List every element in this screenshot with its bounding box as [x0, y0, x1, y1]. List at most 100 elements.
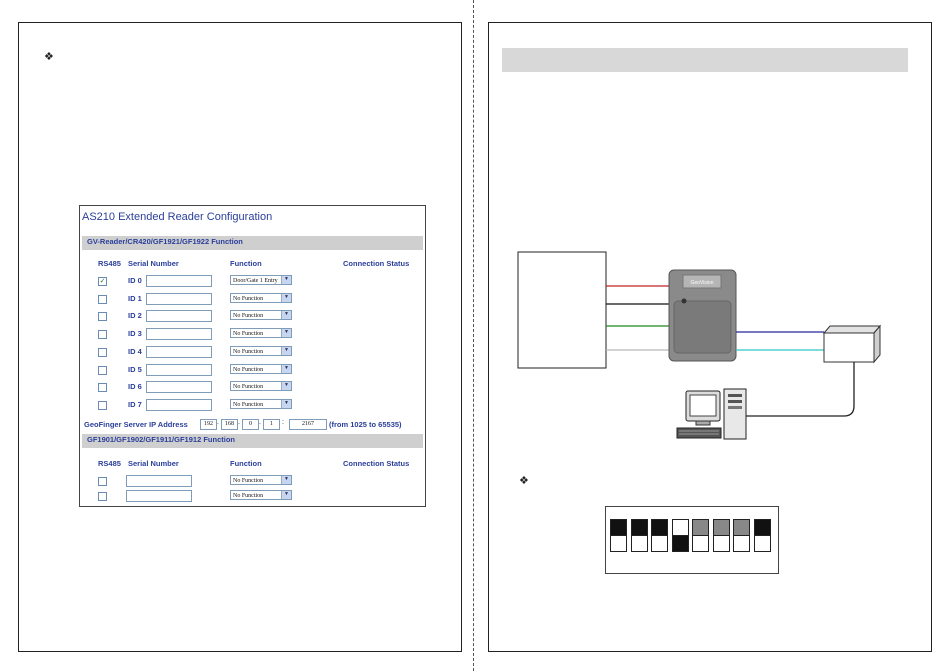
gf-row: No Function ▼: [80, 489, 425, 504]
chevron-down-icon[interactable]: ▼: [281, 346, 291, 355]
dip-switch-top: [611, 520, 626, 535]
col-head-function: Function: [230, 259, 262, 268]
function-select[interactable]: Door/Gate 1 Entry▼: [230, 275, 292, 285]
function-select[interactable]: No Function▼: [230, 363, 292, 374]
dip-switch[interactable]: [753, 519, 771, 552]
reader-id-label: ID 7: [128, 399, 142, 409]
dip-switch-divider: [713, 535, 729, 536]
chevron-down-icon[interactable]: ▼: [281, 364, 291, 373]
serial-number-input[interactable]: [146, 345, 212, 358]
reader-led-icon: [681, 298, 687, 304]
col-head-rs485: RS485: [98, 459, 121, 468]
function-select-value: No Function: [233, 492, 264, 499]
ip-octet-3-input[interactable]: 0: [242, 419, 259, 430]
serial-number-input[interactable]: [146, 381, 212, 394]
ip-port-colon: :: [282, 419, 284, 426]
config-title: AS210 Extended Reader Configuration: [82, 211, 273, 223]
controller-box: [517, 251, 607, 369]
col-head-serial: Serial Number: [128, 459, 179, 468]
reader-row: ID 6 No Function ▼: [80, 381, 425, 395]
dip-switch[interactable]: [712, 519, 730, 552]
dip-switch-panel: [605, 506, 779, 574]
chevron-down-icon[interactable]: ▼: [281, 399, 291, 408]
function-select-value: Door/Gate 1 Entry: [233, 278, 278, 284]
page-fold-line: [473, 0, 474, 671]
dip-switch[interactable]: [651, 519, 668, 552]
dip-switch-divider: [672, 535, 688, 536]
dip-switch[interactable]: [671, 519, 689, 552]
rs485-checkbox[interactable]: [98, 383, 107, 393]
reader-row: ID 1 No Function▼: [80, 292, 425, 307]
dip-switch-divider: [611, 535, 626, 536]
section-title-gf: GF1901/GF1902/GF1911/GF1912 Function: [87, 435, 235, 444]
ip-octet-4-input[interactable]: 1: [263, 419, 280, 430]
dip-switch-bottom: [714, 536, 729, 551]
rs485-checkbox[interactable]: [98, 330, 107, 340]
ip-dot: .: [238, 419, 240, 426]
serial-number-input[interactable]: [146, 275, 212, 287]
col-head-serial: Serial Number: [128, 259, 179, 268]
reader-row: ID 2 No Function▼: [80, 310, 425, 324]
function-select[interactable]: No Function▼: [230, 328, 292, 339]
serial-number-input[interactable]: [146, 328, 212, 341]
rs485-checkbox[interactable]: [98, 312, 107, 322]
chevron-down-icon[interactable]: ▼: [281, 490, 291, 499]
col-head-function: Function: [230, 459, 262, 468]
rs485-checkbox[interactable]: [98, 491, 107, 501]
bullet-diamond-icon: ❖: [519, 475, 529, 487]
rs485-checkbox[interactable]: [98, 365, 107, 375]
reader-id-label: ID 4: [128, 346, 142, 356]
reader-config-panel: AS210 Extended Reader Configuration GV-R…: [79, 205, 426, 507]
wiring-diagram: GeoVision: [517, 251, 882, 440]
rs485-checkbox[interactable]: ✓: [98, 277, 107, 286]
dip-switch[interactable]: [733, 519, 750, 552]
serial-number-input[interactable]: [126, 489, 192, 502]
reader-id-label: ID 1: [128, 293, 142, 303]
computer-icon: [676, 388, 747, 440]
dip-switch-bottom: [611, 536, 626, 551]
rs485-checkbox[interactable]: [98, 347, 107, 357]
dip-switch-top: [713, 520, 729, 535]
dip-switch-divider: [754, 535, 770, 536]
left-page: ❖ AS210 Extended Reader Configuration GV…: [18, 22, 462, 652]
serial-number-input[interactable]: [146, 310, 212, 323]
reader-pad: [673, 300, 732, 354]
function-select[interactable]: No Function▼: [230, 292, 292, 303]
dip-switch-bottom: [734, 536, 749, 551]
chevron-down-icon[interactable]: ▼: [281, 276, 291, 284]
function-select[interactable]: No Function ▼: [230, 489, 292, 500]
function-select[interactable]: No Function▼: [230, 310, 292, 321]
serial-number-input[interactable]: [146, 292, 212, 305]
function-select[interactable]: No Function ▼: [230, 381, 292, 392]
function-select[interactable]: No Function▼: [230, 398, 292, 409]
dip-switch[interactable]: [630, 519, 648, 552]
function-select-value: No Function: [233, 384, 264, 391]
rs485-checkbox[interactable]: [98, 294, 107, 304]
dip-switch-top: [693, 520, 708, 535]
rs485-checkbox[interactable]: [98, 400, 107, 410]
chevron-down-icon[interactable]: ▼: [281, 329, 291, 338]
chevron-down-icon[interactable]: ▼: [281, 311, 291, 320]
chevron-down-icon[interactable]: ▼: [281, 293, 291, 302]
dip-switch[interactable]: [610, 519, 627, 552]
reader-logo-plate: [682, 274, 722, 289]
rs485-checkbox[interactable]: [98, 477, 107, 486]
dip-switch-top: [734, 520, 749, 535]
function-select[interactable]: No Function▼: [230, 475, 292, 485]
ip-port-input[interactable]: 2167: [289, 419, 327, 430]
dip-switch[interactable]: [692, 519, 709, 552]
serial-number-input[interactable]: [146, 398, 212, 411]
serial-number-input[interactable]: [146, 363, 212, 376]
ip-octet-1-input[interactable]: 192: [200, 419, 217, 430]
reader-id-label: ID 6: [128, 382, 142, 392]
chevron-down-icon[interactable]: ▼: [281, 382, 291, 391]
dip-switch-bottom: [652, 536, 667, 551]
reader-id-label: ID 2: [128, 311, 142, 321]
dip-switch-divider: [631, 535, 647, 536]
reader-row: ID 4 No Function▼: [80, 345, 425, 360]
section-bar-gf: GF1901/GF1902/GF1911/GF1912 Function: [82, 434, 423, 448]
chevron-down-icon[interactable]: ▼: [281, 476, 291, 484]
serial-number-input[interactable]: [126, 475, 192, 487]
ip-octet-2-input[interactable]: 168: [221, 419, 238, 430]
function-select[interactable]: No Function▼: [230, 345, 292, 356]
